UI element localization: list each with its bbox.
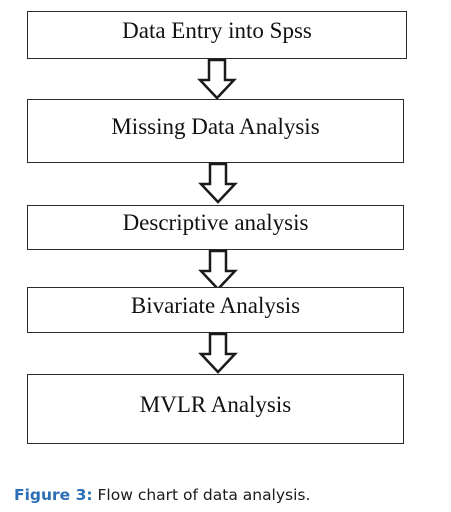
flow-step-label: Missing Data Analysis [111,113,320,139]
down-arrow-icon [198,249,238,291]
flow-step-missing-data: Missing Data Analysis [27,99,404,163]
flow-step-mvlr: MVLR Analysis [27,374,404,444]
flow-step-label: Descriptive analysis [122,210,309,235]
flow-step-bivariate: Bivariate Analysis [27,287,404,333]
down-arrow-icon [198,332,238,374]
down-arrow-icon [198,162,238,204]
flow-step-descriptive: Descriptive analysis [27,205,404,250]
flow-step-data-entry: Data Entry into Spss [27,11,407,59]
flow-step-label: MVLR Analysis [139,391,292,417]
down-arrow-icon [197,58,237,100]
flow-step-label: Data Entry into Spss [122,17,312,43]
figure-caption-text: Flow chart of data analysis. [92,486,311,504]
figure-caption: Figure 3: Flow chart of data analysis. [14,486,310,504]
figure-caption-label: Figure 3: [14,486,93,504]
flow-step-label: Bivariate Analysis [130,292,301,318]
